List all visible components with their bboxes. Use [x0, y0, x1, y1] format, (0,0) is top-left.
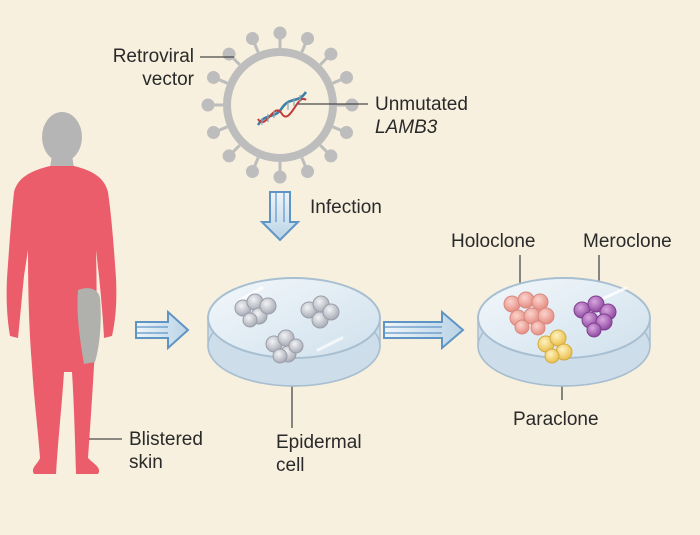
label-epidermal-line2: cell	[276, 455, 305, 476]
holoclone-cluster-cell	[514, 319, 530, 335]
label-epidermal-cell: Epidermal cell	[276, 431, 362, 477]
label-holoclone: Holoclone	[451, 231, 536, 252]
epidermal-cluster	[300, 295, 340, 329]
virus-spike-tip	[301, 31, 315, 45]
virus-spike-tip	[206, 70, 220, 84]
epidermal-cluster-cell	[322, 303, 340, 321]
virus-spike-tip	[273, 170, 287, 184]
epidermal-cluster-cell	[259, 297, 277, 315]
epidermal-cluster	[234, 293, 277, 328]
human-figure	[6, 112, 117, 474]
label-retroviral-line2: vector	[142, 69, 194, 90]
label-retroviral-vector: Retroviral vector	[84, 45, 194, 91]
meroclone-cluster	[573, 295, 617, 338]
paraclone-cluster-cell	[544, 348, 560, 364]
epidermal-cluster-cell	[242, 312, 258, 328]
petri-dish-clones	[477, 277, 651, 387]
arrow-dish-to-dish	[383, 309, 465, 351]
holoclone-cluster	[503, 291, 555, 336]
virus-spike-tip	[301, 165, 315, 179]
arrow-body-to-dish	[135, 309, 190, 351]
label-blistered-line1: Blistered	[129, 429, 203, 450]
meroclone-cluster-cell	[586, 322, 602, 338]
virus-spike-tip	[340, 126, 354, 140]
virus-spike-tip	[201, 98, 215, 112]
label-unmutated-line2: LAMB3	[375, 117, 438, 138]
virus-spike-tip	[340, 70, 354, 84]
virus-spike-tip	[245, 165, 259, 179]
petri-dish-epidermal	[207, 277, 381, 387]
meroclone-cluster-cell	[587, 295, 605, 313]
blistered-skin-patch	[77, 288, 101, 364]
infection-arrow	[259, 191, 301, 242]
holoclone-cluster-cell	[537, 307, 555, 325]
dna-strand	[256, 91, 308, 126]
label-blistered-skin: Blistered skin	[129, 428, 203, 474]
retroviral-vector	[201, 26, 359, 184]
epidermal-cluster-cell	[272, 348, 288, 364]
virus-spike-tip	[245, 31, 259, 45]
label-epidermal-line1: Epidermal	[276, 432, 362, 453]
figure-body	[6, 166, 117, 474]
label-retroviral-line1: Retroviral	[112, 46, 194, 67]
virus-spike-tip	[222, 149, 236, 163]
figure-neck	[50, 155, 74, 168]
label-blistered-line2: skin	[129, 452, 163, 473]
label-unmutated-lamb3: Unmutated LAMB3	[375, 93, 468, 139]
epidermal-cluster-cell	[288, 338, 304, 354]
label-meroclone: Meroclone	[583, 231, 672, 252]
label-paraclone: Paraclone	[513, 409, 599, 430]
label-infection: Infection	[310, 197, 382, 218]
virus-spike-tip	[345, 98, 359, 112]
holoclone-cluster-cell	[517, 291, 535, 309]
figure-head	[42, 112, 82, 162]
holoclone-cluster-cell	[530, 320, 546, 336]
virus-spike-tip	[206, 126, 220, 140]
paraclone-cluster	[537, 329, 573, 364]
virus-spike-tip	[324, 47, 338, 61]
label-unmutated-line1: Unmutated	[375, 94, 468, 115]
virus-spike-tip	[273, 26, 287, 40]
virus-spike-tip	[324, 149, 338, 163]
epidermal-cluster	[265, 329, 304, 364]
